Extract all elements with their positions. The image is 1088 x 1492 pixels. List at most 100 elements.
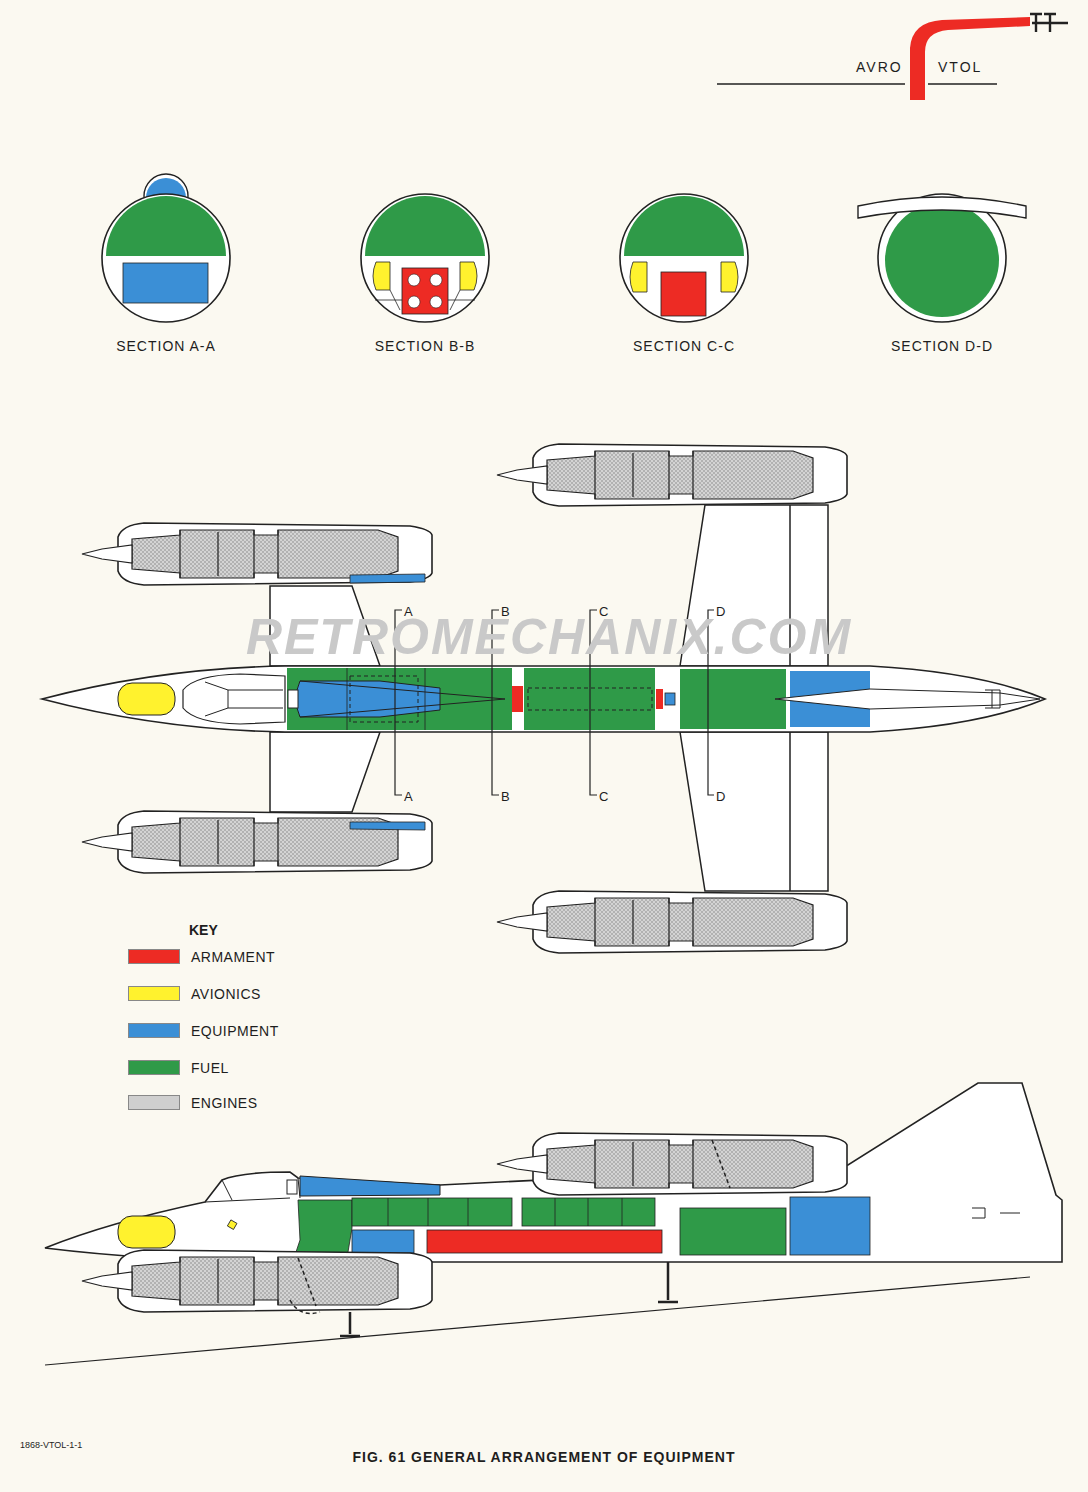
plan-fuselage [42,666,1045,732]
section-outline-svg [862,160,1022,335]
plan-fuselage-part [287,668,512,730]
engine-pod [82,523,432,585]
label-slot: B [501,602,510,620]
legend-swatch [128,1060,180,1075]
side-view-part [427,1230,662,1253]
plan-fuselage-part [183,674,285,724]
pod-detail-line-part [712,1140,730,1188]
label-slot: C [599,787,608,805]
legend-text: ENGINES [191,1095,258,1111]
section-outline [878,194,1006,322]
section-title: SECTION A-A [82,338,250,354]
engine-pod [497,891,847,953]
side-view-part [227,1220,237,1230]
legend-row: ARMAMENT [128,948,212,966]
side-view-part [352,1198,512,1226]
side-view-part [522,1198,655,1226]
header-logo-part [910,17,1030,100]
legend-heading: KEY [189,922,218,938]
engine-pod [497,1133,847,1195]
figure-caption: FIG. 61 GENERAL ARRANGEMENT OF EQUIPMENT [352,1449,735,1465]
rocket-tube [430,274,442,286]
plan-fuselage-part [300,681,505,717]
legend-swatch [128,1023,180,1038]
section-outline [620,194,748,322]
section-letter: D [716,604,725,619]
section-view: SECTION C-C [600,160,768,370]
label-slot: RETROMECHANIX.COM [246,608,852,666]
section-letter: C [599,604,608,619]
pod-equipment-part [350,574,425,583]
legend-row: FUEL [128,1059,166,1077]
label-slot: B [501,787,510,805]
pod-detail-line-part [290,1300,320,1314]
plan-fuselage-part [680,669,786,729]
header-logo [717,14,1068,100]
fuel-area [365,196,485,256]
label-slot: C [599,602,608,620]
legend-text: FUEL [191,1060,229,1076]
section-outline-svg [604,160,764,335]
rocket-tube [408,274,420,286]
engine-pod [82,1250,432,1312]
pod-detail-line [290,1140,730,1314]
plan-fuselage-part [347,668,425,730]
avionics-bay [373,262,390,290]
section-view: SECTION B-B [341,160,509,370]
legend-row: EQUIPMENT [128,1022,216,1040]
plan-fuselage-part [656,689,663,709]
section-outline-svg [345,160,505,335]
plan-wing-part [270,732,380,812]
avionics-bay [460,262,477,290]
plan-fuselage-part [775,689,1040,709]
wing-section [858,197,1026,218]
plan-fuselage-part [350,676,418,722]
section-drawing [620,194,748,322]
side-view-part [555,1198,622,1226]
plan-fuselage-part [118,683,175,715]
label-slot: VTOL [938,58,982,76]
plan-fuselage-part [42,666,1045,732]
label-slot: A [404,602,413,620]
section-outline-svg [86,160,246,335]
drawing-number: 1868-VTOL-1-1 [20,1440,82,1450]
plan-fuselage-part [512,686,523,712]
fuel-area [624,196,744,256]
section-title: SECTION D-D [858,338,1026,354]
section-letter: A [404,789,413,804]
equipment-bay [123,263,208,303]
legend-text: EQUIPMENT [191,1023,279,1039]
label-slot: 1868-VTOL-1-1 [20,1434,82,1452]
label-slot: D [716,787,725,805]
side-view-part [352,1230,414,1253]
label-slot: A [404,787,413,805]
section-letter: AVRO [856,59,903,75]
avionics-bay [721,262,738,292]
rocket-tube [430,296,442,308]
section-view: SECTION D-D [858,160,1026,370]
section-letter: C [599,789,608,804]
section-letter: B [501,604,510,619]
side-view-part [972,1208,1020,1218]
legend-row: AVIONICS [128,985,198,1003]
side-view-part [287,1180,297,1194]
engine-pod [497,444,847,506]
side-view-part [790,1197,870,1255]
fuel-area [885,203,999,317]
engine-pod [82,811,432,873]
label-slot: KEY [189,921,218,939]
label-slot: D [716,602,725,620]
section-title: SECTION B-B [341,338,509,354]
header-logo-part [717,83,997,84]
section-title: SECTION C-C [600,338,768,354]
armament-pack [402,268,448,314]
side-view-part [118,1216,175,1248]
section-outline [102,194,230,322]
section-letter: D [716,789,725,804]
avionics-bay [630,262,647,292]
side-view [45,1083,1062,1365]
header-logo-part [1030,14,1068,32]
plan-wing-part [680,732,828,891]
plan-fuselage-part [985,690,1000,708]
label-slot: AVRO [856,58,903,76]
